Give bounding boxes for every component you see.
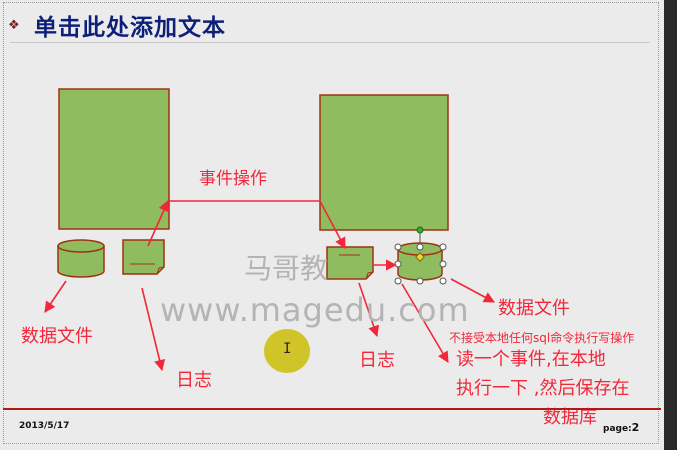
- selection-handles[interactable]: [394, 226, 447, 285]
- arrow-read-event: [401, 283, 449, 363]
- master-datafile-cylinder[interactable]: [57, 239, 105, 278]
- label-no-sql-note[interactable]: 不接受本地任何sql命令执行写操作: [449, 331, 635, 345]
- arrow-slave-to-slavelog: [319, 200, 346, 249]
- arrow-masterlog-to-master: [147, 199, 170, 247]
- slave-log-box[interactable]: [326, 246, 374, 280]
- arrow-label-datafile-right: [450, 278, 495, 303]
- arrow-label-log-right: [358, 282, 380, 338]
- mouse-highlight: [264, 329, 310, 373]
- label-read-note-3[interactable]: 数据库: [543, 407, 597, 428]
- footer-divider: [3, 408, 661, 410]
- label-log-left[interactable]: 日志: [176, 370, 212, 391]
- watermark-cn: 马哥教: [244, 252, 329, 285]
- slave-server-box[interactable]: [319, 94, 449, 231]
- slide-placeholder-frame: [3, 2, 659, 444]
- right-scrollbar[interactable]: [664, 0, 677, 450]
- title-divider: [10, 42, 650, 43]
- slave-log-fold: [365, 271, 374, 280]
- bullet-diamond-icon: ❖: [8, 18, 20, 33]
- footer-page-number: 2: [631, 421, 640, 434]
- label-event-op[interactable]: 事件操作: [199, 169, 267, 189]
- footer-date: 2013/5/17: [19, 421, 70, 431]
- label-read-note-2[interactable]: 执行一下 ,然后保存在: [456, 378, 630, 399]
- slave-datafile-cylinder[interactable]: [397, 242, 443, 281]
- label-data-file-left[interactable]: 数据文件: [21, 326, 93, 347]
- label-read-note-1[interactable]: 读一个事件,在本地: [456, 349, 606, 370]
- slide-title[interactable]: 单击此处添加文本: [34, 15, 226, 41]
- label-log-right[interactable]: 日志: [359, 350, 395, 371]
- footer-page: page:2: [603, 421, 639, 434]
- master-log-box[interactable]: [122, 239, 165, 275]
- master-log-fold: [156, 266, 165, 275]
- arrow-label-datafile-left: [44, 280, 67, 313]
- text-cursor-icon: I: [283, 341, 292, 357]
- arrow-label-log-left: [141, 287, 166, 372]
- label-data-file-right[interactable]: 数据文件: [498, 298, 570, 319]
- master-server-box[interactable]: [58, 88, 170, 230]
- watermark-url: www.magedu.com: [160, 291, 470, 329]
- footer-page-label: page:: [603, 424, 632, 434]
